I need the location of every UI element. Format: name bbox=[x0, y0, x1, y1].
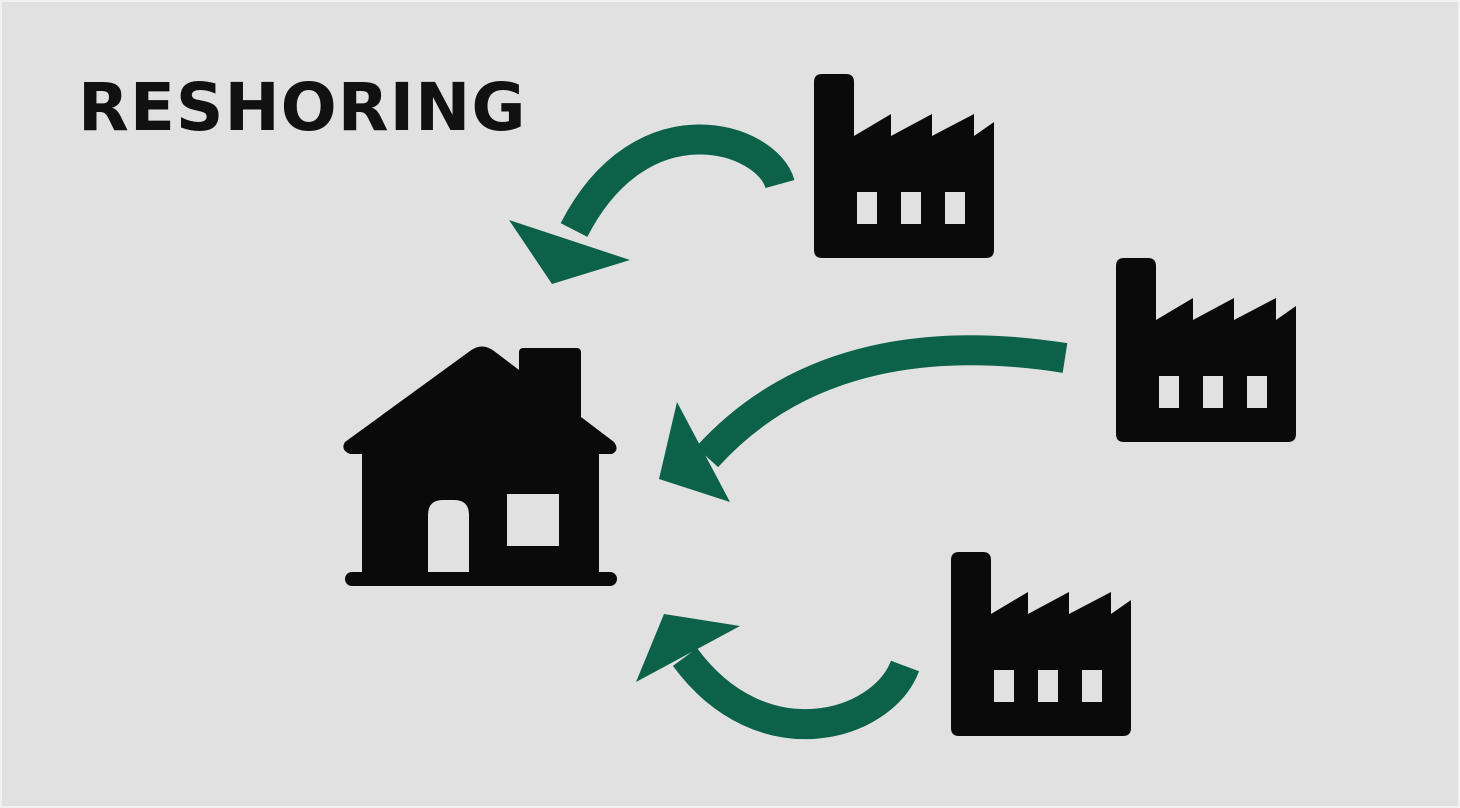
factory-icon-middle bbox=[1116, 258, 1296, 442]
curved-arrow-icon-top bbox=[509, 124, 795, 284]
factory-icon-top bbox=[814, 74, 994, 258]
house-icon bbox=[343, 346, 617, 586]
curved-arrow-icon-bottom bbox=[636, 614, 920, 740]
diagram-title: RESHORING bbox=[78, 69, 527, 146]
factory-icon-bottom bbox=[951, 552, 1131, 736]
curved-arrow-icon-middle bbox=[659, 335, 1068, 502]
